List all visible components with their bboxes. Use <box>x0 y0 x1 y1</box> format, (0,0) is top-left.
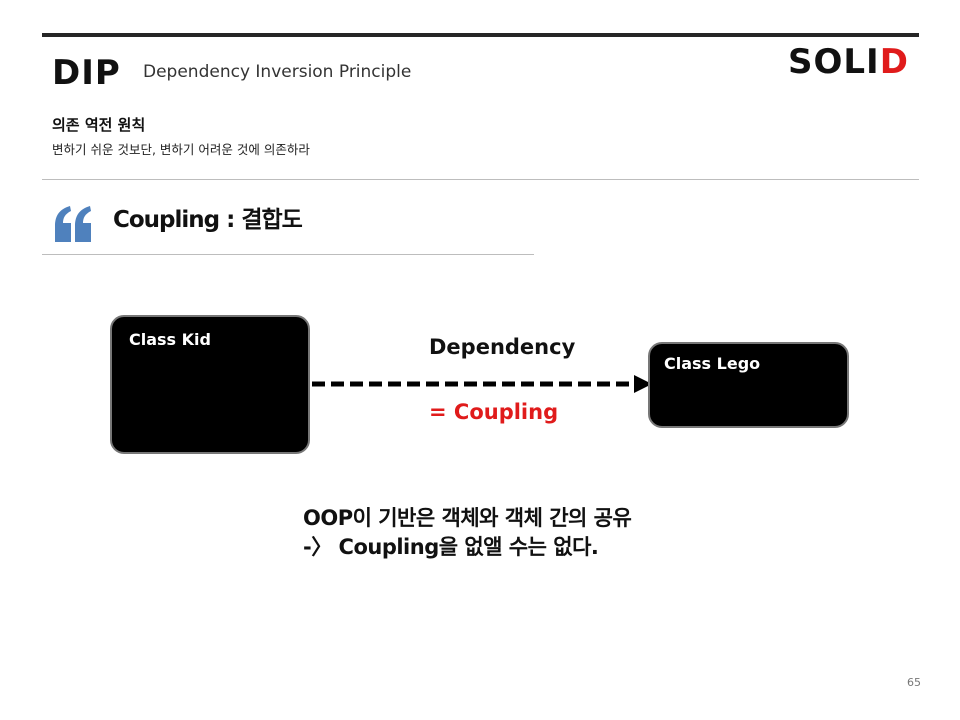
section-title: Coupling : 결합도 <box>113 207 303 233</box>
class-lego-label: Class Lego <box>664 354 761 373</box>
note-line-2: -〉 Coupling을 없앨 수는 없다. <box>303 535 599 559</box>
page-number: 65 <box>907 676 921 689</box>
solid-logo-accent: D <box>879 42 909 82</box>
note-line-1: OOP이 기반은 객체와 객체 간의 공유 <box>303 506 632 530</box>
solid-logo-main: SOLI <box>788 42 880 82</box>
class-kid-box: Class Kid <box>110 315 310 454</box>
solid-logo: SOLID <box>788 45 909 79</box>
section-divider <box>42 254 534 255</box>
dependency-label: Dependency <box>429 335 576 359</box>
top-rule <box>42 33 919 37</box>
quote-icon <box>55 206 91 242</box>
class-kid-label: Class Kid <box>129 330 211 349</box>
principle-description: 변하기 쉬운 것보단, 변하기 어려운 것에 의존하라 <box>52 142 310 157</box>
principle-abbreviation: DIP <box>52 53 121 93</box>
header-divider <box>42 179 919 180</box>
coupling-label: = Coupling <box>429 400 559 424</box>
principle-full-name: Dependency Inversion Principle <box>143 62 412 82</box>
principle-korean-title: 의존 역전 원칙 <box>52 116 146 134</box>
class-lego-box: Class Lego <box>648 342 849 428</box>
dependency-arrow <box>312 375 652 393</box>
